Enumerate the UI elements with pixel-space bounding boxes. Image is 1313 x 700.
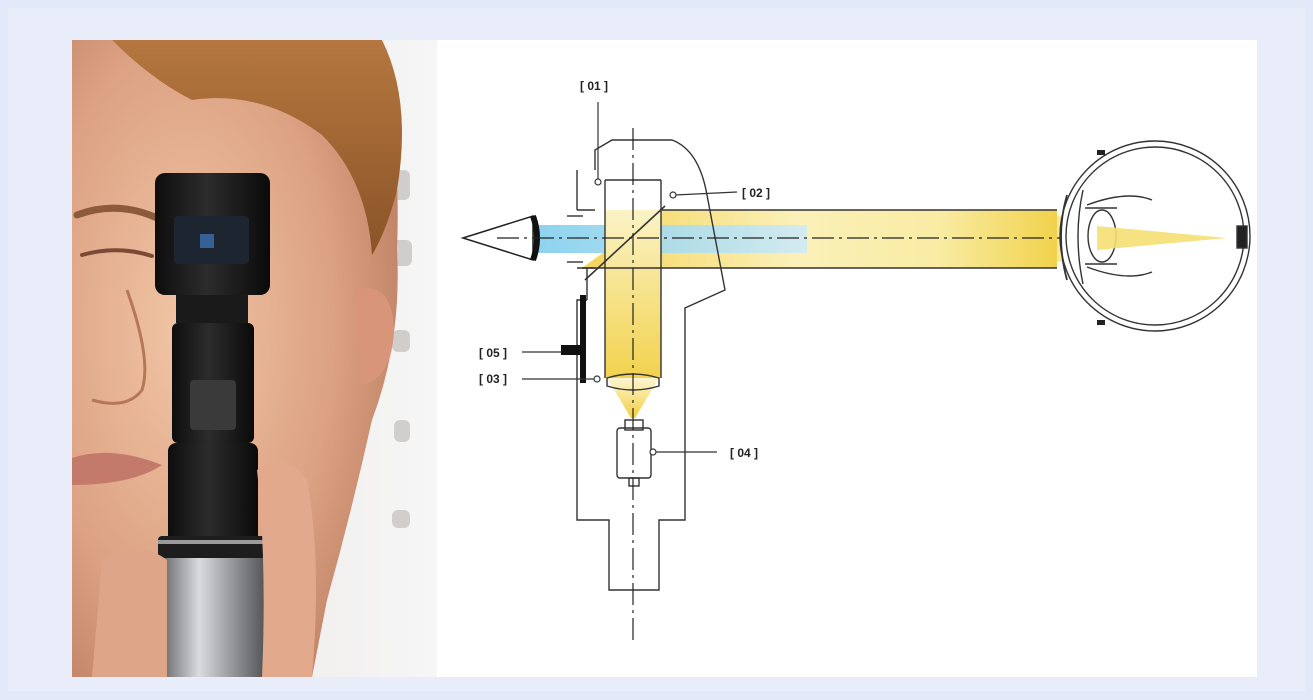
callout-05: [ 05 ] <box>479 346 507 360</box>
ophthalmoscope-schematic: [ 01 ] [ 02 ] [ 03 ] [ 04 ] [ 05 ] <box>437 40 1257 677</box>
callout-02: [ 02 ] <box>742 186 770 200</box>
photo-illustration <box>72 40 437 677</box>
ophthalmoscope-photo <box>72 40 437 677</box>
callout-01: [ 01 ] <box>580 79 608 93</box>
optical-diagram: [ 01 ] [ 02 ] [ 03 ] [ 04 ] [ 05 ] <box>437 40 1257 677</box>
observation-beam <box>532 225 807 253</box>
callout-03: [ 03 ] <box>479 372 507 386</box>
callout-04: [ 04 ] <box>730 446 758 460</box>
selector-wheel <box>561 295 586 383</box>
